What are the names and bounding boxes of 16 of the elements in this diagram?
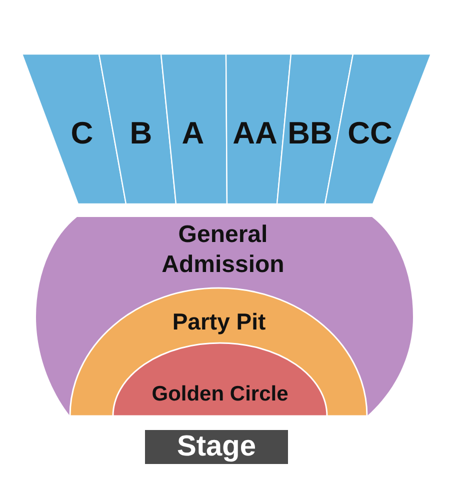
seating-section bbox=[36, 217, 413, 417]
section-label: CC bbox=[348, 118, 392, 148]
section-label: AA bbox=[232, 118, 278, 148]
section-label: Golden Circle bbox=[152, 384, 288, 404]
seating-section bbox=[69, 287, 369, 417]
section-label: Party Pit bbox=[172, 310, 266, 334]
section-label: B bbox=[130, 118, 152, 148]
section-label: A bbox=[182, 118, 204, 148]
stage-label: Stage bbox=[177, 432, 256, 462]
seating-section bbox=[21, 53, 127, 205]
seating-section bbox=[98, 53, 177, 205]
section-label: BB bbox=[288, 118, 332, 148]
section-label: General Admission bbox=[160, 220, 286, 280]
stage-block bbox=[145, 430, 288, 464]
seating-section bbox=[112, 342, 328, 417]
section-label: C bbox=[70, 118, 94, 148]
